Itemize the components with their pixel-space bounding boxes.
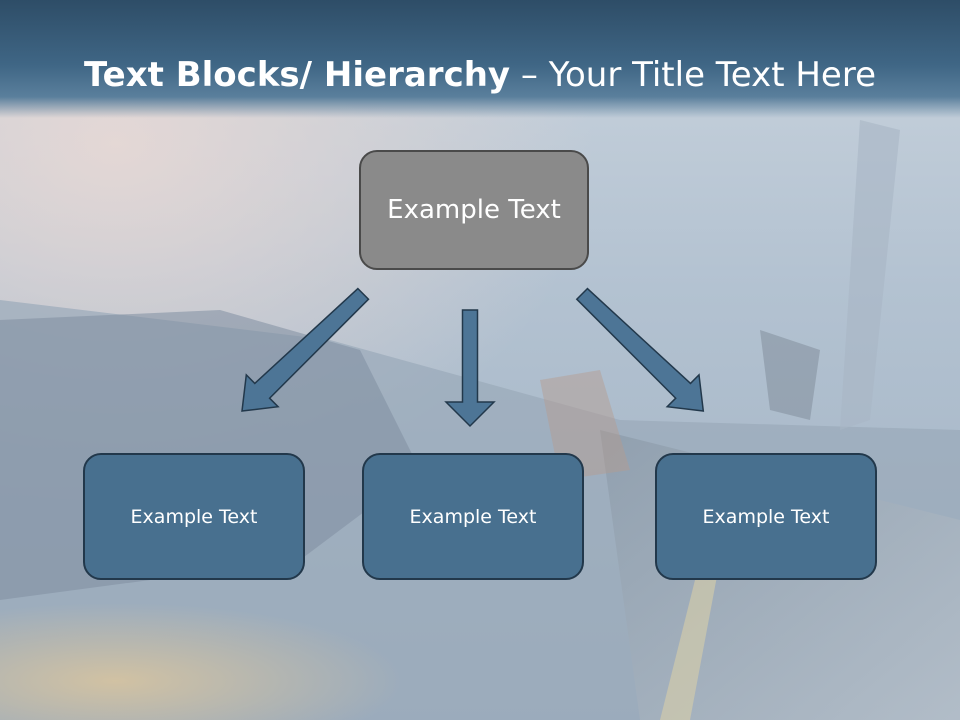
child-text-block-right: Example Text: [655, 453, 877, 580]
title-bold: Text Blocks/ Hierarchy: [83, 55, 511, 95]
child-text-block-label: Example Text: [409, 505, 537, 528]
arrow-to-center-child: [444, 309, 496, 428]
title-band: [0, 0, 960, 118]
title-separator: –: [520, 55, 538, 95]
title-rest: Your Title Text Here: [548, 55, 877, 95]
child-text-block-center: Example Text: [362, 453, 584, 580]
child-text-block-label: Example Text: [130, 505, 258, 528]
root-text-block: Example Text: [359, 150, 589, 270]
child-text-block-left: Example Text: [83, 453, 305, 580]
root-text-block-label: Example Text: [387, 195, 561, 225]
arrow-to-right-child: [575, 287, 705, 412]
arrow-to-left-child: [241, 287, 370, 412]
child-text-block-label: Example Text: [702, 505, 830, 528]
slide-title: Text Blocks/ Hierarchy – Your Title Text…: [0, 52, 960, 98]
